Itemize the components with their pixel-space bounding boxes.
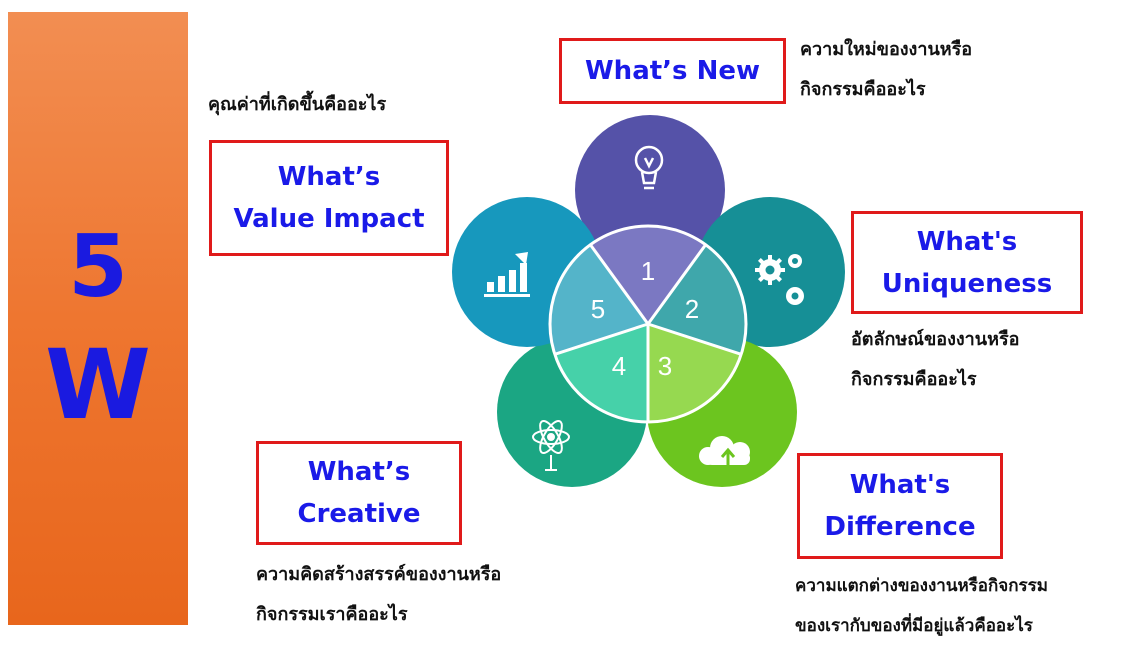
whats-new-label: What’s New [585,56,760,86]
whats-uniqueness-caption-line1: อัตลักษณ์ของงานหรือ [851,329,1020,350]
title-number: 5 [68,217,128,317]
whats-value-box: What’s Value Impact [209,140,449,256]
lightbulb-icon [634,145,664,190]
whats-creative-caption-line2: กิจกรรมเราคืออะไร [256,604,408,625]
whats-uniqueness-box: What's Uniqueness [851,211,1083,314]
whats-difference-caption: ความแตกต่างของงานหรือกิจกรรม ของเรากับขอ… [795,566,1048,646]
pie-segment-3 [648,324,742,422]
pie-segment-2 [648,244,747,355]
whats-new-caption: ความใหม่ของงานหรือ กิจกรรมคืออะไร [800,30,972,110]
pie-number-1: 1 [641,256,655,286]
whats-creative-caption-line1: ความคิดสร้างสรรค์ของงานหรือ [256,564,502,585]
gears-icon [755,254,804,305]
whats-difference-line2: Difference [824,512,976,542]
whats-difference-caption-line2: ของเรากับของที่มีอยู่แล้วคืออะไร [795,616,1033,636]
pie-segment-4 [554,324,648,422]
pie-number-4: 4 [612,351,626,381]
pie-number-5: 5 [591,294,605,324]
whats-creative-line2: Creative [297,499,421,529]
whats-value-caption-line1: คุณค่าที่เกิดขึ้นคืออะไร [208,94,387,115]
whats-creative-caption: ความคิดสร้างสรรค์ของงานหรือ กิจกรรมเราคื… [256,555,501,635]
pie-number-2: 2 [685,294,699,324]
pie-segment-5 [549,244,648,355]
whats-new-caption-line2: กิจกรรมคืออะไร [800,79,926,100]
whats-uniqueness-line1: What's [916,226,1018,257]
petal-1 [575,115,725,265]
whats-difference-line1: What's [849,470,951,500]
whats-value-line1: What’s [277,162,381,192]
pie-segment-1 [590,225,706,324]
whats-uniqueness-caption: อัตลักษณ์ของงานหรือ กิจกรรมคืออะไร [851,320,1019,400]
pie-number-3: 3 [658,351,672,381]
whats-value-line2: Value Impact [233,204,425,234]
growth-chart-icon [484,252,530,297]
whats-uniqueness-line2: Uniqueness [881,268,1053,299]
title-band: 5 W [8,12,188,625]
whats-uniqueness-caption-line2: กิจกรรมคืออะไร [851,369,977,390]
whats-new-box: What’s New [559,38,786,104]
whats-creative-line1: What’s [307,457,411,487]
whats-difference-box: What's Difference [797,453,1003,559]
title-letter: W [45,329,151,441]
whats-value-caption: คุณค่าที่เกิดขึ้นคืออะไร [208,85,386,125]
whats-difference-caption-line1: ความแตกต่างของงานหรือกิจกรรม [795,576,1049,596]
flower-diagram: 1 2 3 4 5 [452,115,845,487]
atom-icon [532,420,570,471]
cloud-upload-icon [699,436,750,465]
center-pie: 1 2 3 4 5 [548,224,748,424]
whats-new-caption-line1: ความใหม่ของงานหรือ [800,39,973,60]
whats-creative-box: What’s Creative [256,441,462,545]
